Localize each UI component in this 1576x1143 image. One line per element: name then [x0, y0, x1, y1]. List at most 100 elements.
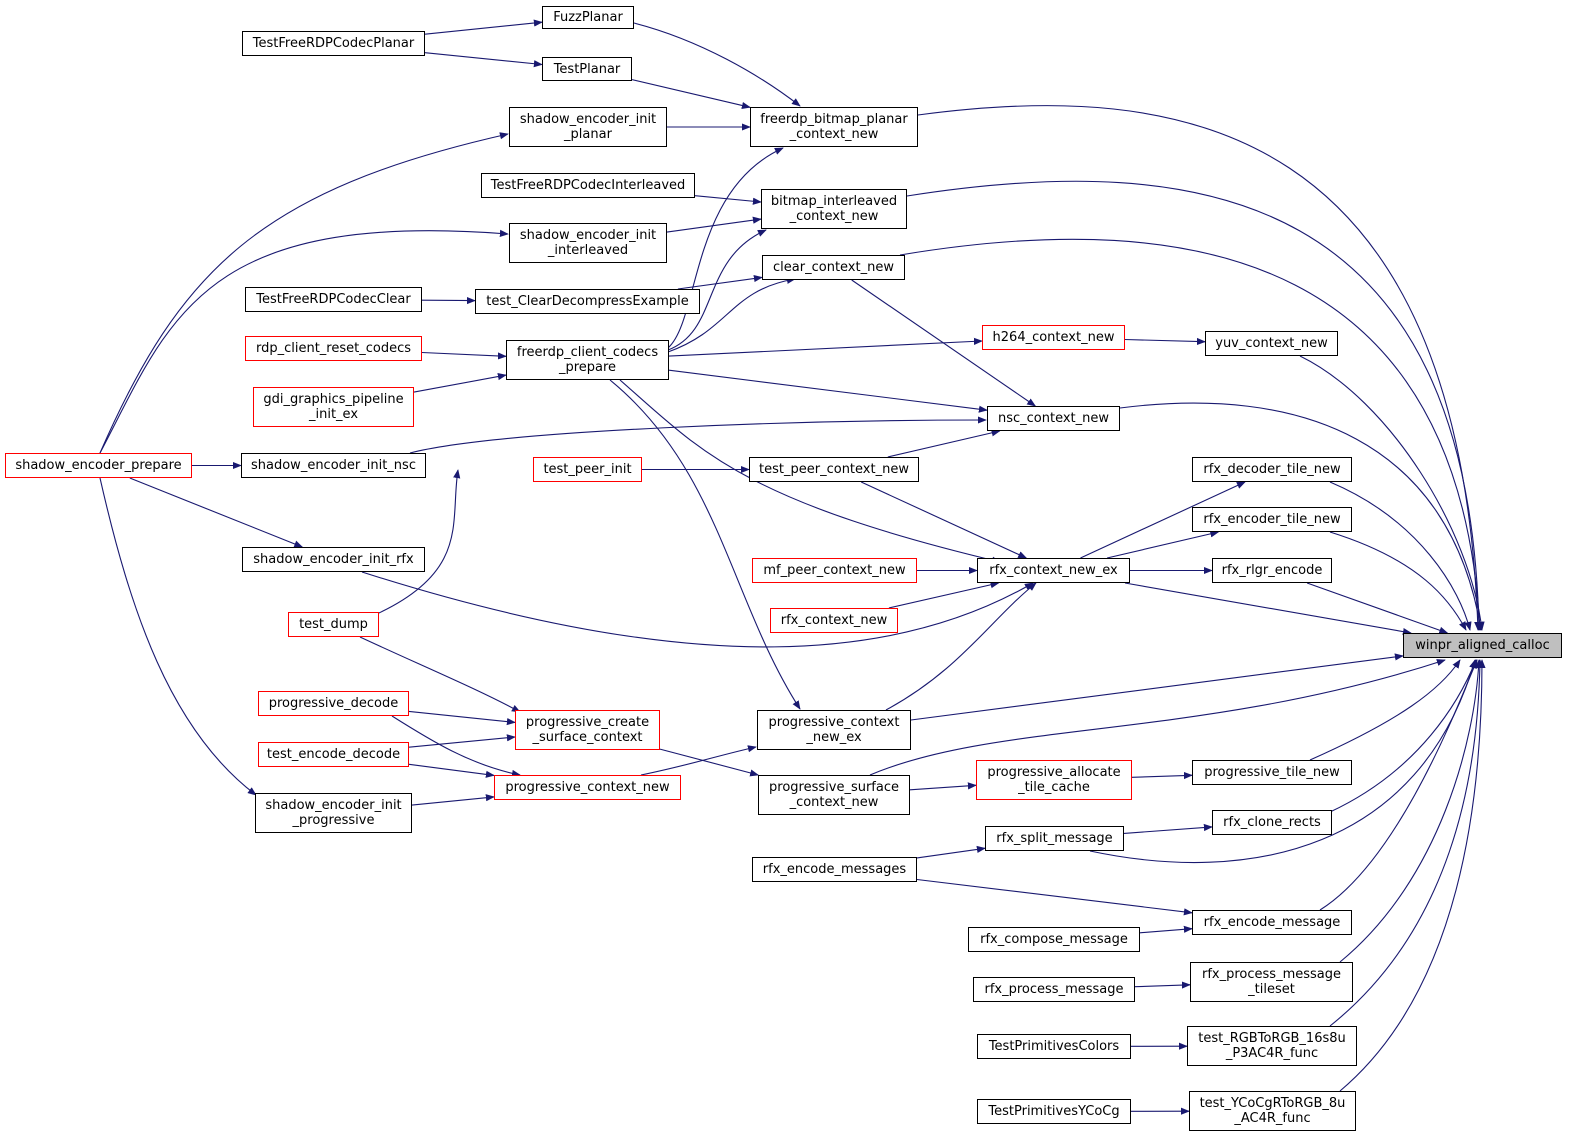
node-freerdp-bitmap-planar-context-new[interactable]: freerdp_bitmap_planar_context_new	[750, 107, 918, 147]
node-test-free-rdp-codec-planar[interactable]: TestFreeRDPCodecPlanar	[242, 31, 425, 56]
node-h264-context-new[interactable]: h264_context_new	[982, 325, 1125, 350]
edge-progressive_context_new_ex-to-rfx_context_new_ex	[885, 582, 1037, 711]
node-progressive-decode[interactable]: progressive_decode	[258, 691, 409, 716]
node-progressive-create-surface-context[interactable]: progressive_create_surface_context	[515, 710, 660, 750]
node-rfx-encode-messages[interactable]: rfx_encode_messages	[752, 857, 917, 882]
node-rfx-process-message[interactable]: rfx_process_message	[973, 977, 1135, 1002]
node-shadow-encoder-init-interleaved[interactable]: shadow_encoder_init_interleaved	[509, 223, 667, 263]
node-label-line: rfx_compose_message	[980, 932, 1128, 947]
node-rfx-compose-message[interactable]: rfx_compose_message	[968, 927, 1140, 952]
node-label-line: _context_new	[789, 209, 879, 224]
edge-progressive_decode-to-progressive_context_new	[391, 715, 521, 777]
node-label-line: bitmap_interleaved	[770, 194, 898, 209]
node-label-line: _tile_cache	[1018, 780, 1090, 795]
node-label-line: rfx_process_message	[984, 982, 1124, 997]
node-test-peer-init[interactable]: test_peer_init	[533, 457, 642, 482]
node-label-line: rfx_context_new	[780, 613, 888, 628]
node-test-planar[interactable]: TestPlanar	[542, 57, 632, 81]
node-label-line: test_peer_init	[543, 462, 632, 477]
edge-rfx_encode_message-to-winpr_aligned_calloc	[1319, 659, 1478, 911]
edge-test_dump-to-freerdp_client_codecs_prepare	[378, 469, 461, 614]
node-rfx-rlgr-encode[interactable]: rfx_rlgr_encode	[1212, 558, 1332, 583]
node-label-line: clear_context_new	[773, 260, 894, 275]
node-progressive-context-new[interactable]: progressive_context_new	[494, 775, 681, 800]
node-test-dump[interactable]: test_dump	[288, 612, 379, 637]
node-test-primitives-colors[interactable]: TestPrimitivesColors	[977, 1034, 1131, 1059]
edge-rfx_rlgr_encode-to-winpr_aligned_calloc	[1306, 582, 1449, 634]
node-test-rgb-to-rgb[interactable]: test_RGBToRGB_16s8u_P3AC4R_func	[1187, 1026, 1357, 1066]
node-yuv-context-new[interactable]: yuv_context_new	[1205, 331, 1338, 356]
node-label-line: progressive_context	[768, 715, 900, 730]
edge-shadow_encoder_init_progressive-to-progressive_context_new	[411, 794, 495, 806]
node-label-line: TestPlanar	[553, 61, 621, 77]
node-label-line: TestFreeRDPCodecClear	[256, 292, 411, 307]
edge-test_peer_context_new-to-rfx_context_new_ex	[860, 481, 1028, 559]
node-rfx-context-new[interactable]: rfx_context_new	[770, 608, 898, 633]
edge-freerdp_client_codecs_prepare-to-clear_context_new	[667, 276, 796, 353]
node-rfx-encoder-tile-new[interactable]: rfx_encoder_tile_new	[1192, 507, 1352, 532]
edge-test_peer_context_new-to-nsc_context_new	[887, 429, 1001, 458]
node-progressive-surface-context-new[interactable]: progressive_surface_context_new	[758, 775, 910, 815]
node-shadow-encoder-init-nsc[interactable]: shadow_encoder_init_nsc	[241, 453, 426, 478]
node-label-line: _progressive	[292, 813, 375, 828]
node-label-line: rfx_rlgr_encode	[1221, 563, 1323, 578]
node-label-line: _planar	[564, 127, 612, 142]
edge-progressive_context_new_ex-to-winpr_aligned_calloc	[910, 653, 1404, 721]
node-label-line: test_YCoCgRToRGB_8u	[1199, 1096, 1346, 1111]
node-label-line: _prepare	[558, 360, 617, 375]
node-clear-context-new[interactable]: clear_context_new	[762, 255, 905, 280]
node-test-encode-decode[interactable]: test_encode_decode	[258, 742, 409, 767]
node-label-line: freerdp_bitmap_planar	[760, 112, 908, 127]
node-label-line: rfx_encoder_tile_new	[1203, 512, 1341, 527]
edge-test_free_rdp_codec_planar-to-test_planar	[424, 52, 543, 68]
node-progressive-context-new-ex[interactable]: progressive_context_new_ex	[757, 710, 911, 750]
node-freerdp-client-codecs-prepare[interactable]: freerdp_client_codecs_prepare	[506, 340, 669, 380]
edge-h264_context_new-to-yuv_context_new	[1124, 337, 1206, 346]
node-test-free-rdp-codec-interleaved[interactable]: TestFreeRDPCodecInterleaved	[481, 173, 695, 198]
node-rfx-split-message[interactable]: rfx_split_message	[985, 826, 1124, 851]
node-label-line: gdi_graphics_pipeline	[263, 392, 404, 407]
edge-gdi_graphics_pipeline_init_ex-to-freerdp_client_codecs_prepare	[413, 373, 507, 393]
node-label-line: _P3AC4R_func	[1225, 1046, 1319, 1061]
edge-progressive_create_surface_context-to-progressive_surface_context_new	[659, 748, 760, 777]
edge-shadow_encoder_prepare-to-shadow_encoder_init_interleaved	[99, 229, 509, 454]
edge-rfx_context_new-to-rfx_context_new_ex	[888, 581, 1000, 609]
node-rfx-decoder-tile-new[interactable]: rfx_decoder_tile_new	[1192, 457, 1352, 482]
node-label-line: shadow_encoder_prepare	[15, 458, 182, 473]
node-shadow-encoder-init-planar[interactable]: shadow_encoder_init_planar	[509, 107, 667, 147]
node-shadow-encoder-init-progressive[interactable]: shadow_encoder_init_progressive	[255, 793, 412, 833]
node-label-line: progressive_decode	[268, 696, 399, 711]
node-label-line: shadow_encoder_init	[519, 112, 657, 127]
node-rfx-encode-message[interactable]: rfx_encode_message	[1192, 910, 1352, 935]
node-rfx-process-message-tileset[interactable]: rfx_process_message_tileset	[1190, 962, 1353, 1002]
node-gdi-graphics-pipeline-init-ex[interactable]: gdi_graphics_pipeline_init_ex	[253, 387, 414, 427]
node-label-line: _new_ex	[806, 730, 862, 745]
node-test-ycocg-to-rgb[interactable]: test_YCoCgRToRGB_8u_AC4R_func	[1189, 1091, 1356, 1131]
node-rfx-clone-rects[interactable]: rfx_clone_rects	[1212, 810, 1332, 835]
edge-shadow_encoder_prepare-to-shadow_encoder_init_progressive	[99, 477, 257, 796]
node-rfx-context-new-ex[interactable]: rfx_context_new_ex	[977, 558, 1130, 583]
node-nsc-context-new[interactable]: nsc_context_new	[987, 406, 1120, 431]
node-progressive-tile-new[interactable]: progressive_tile_new	[1192, 760, 1352, 785]
node-label-line: _context_new	[789, 795, 879, 810]
edge-freerdp_client_codecs_prepare-to-bitmap_interleaved_context_new	[667, 229, 767, 351]
node-mf-peer-context-new[interactable]: mf_peer_context_new	[752, 558, 917, 583]
node-test-primitives-ycocg[interactable]: TestPrimitivesYCoCg	[977, 1099, 1131, 1124]
node-test-peer-context-new[interactable]: test_peer_context_new	[749, 457, 919, 482]
node-rdp-client-reset-codecs[interactable]: rdp_client_reset_codecs	[245, 336, 422, 361]
node-label-line: FuzzPlanar	[553, 10, 623, 25]
node-bitmap-interleaved-context-new[interactable]: bitmap_interleaved_context_new	[761, 189, 907, 229]
node-shadow-encoder-init-rfx[interactable]: shadow_encoder_init_rfx	[242, 547, 425, 572]
node-progressive-allocate-tile-cache[interactable]: progressive_allocate_tile_cache	[976, 760, 1132, 800]
node-fuzz-planar[interactable]: FuzzPlanar	[542, 6, 634, 29]
node-label-line: TestPrimitivesColors	[988, 1039, 1120, 1054]
edge-rfx_encoder_tile_new-to-winpr_aligned_calloc	[1329, 531, 1467, 631]
node-label-line: yuv_context_new	[1215, 336, 1328, 351]
edge-test_planar-to-freerdp_bitmap_planar_context_new	[631, 79, 751, 109]
node-shadow-encoder-prepare[interactable]: shadow_encoder_prepare	[5, 453, 192, 478]
node-test-free-rdp-codec-clear[interactable]: TestFreeRDPCodecClear	[245, 287, 422, 312]
node-test-clear-decompress-example[interactable]: test_ClearDecompressExample	[475, 289, 700, 314]
edge-rfx_encode_messages-to-rfx_split_message	[916, 845, 986, 859]
node-label-line: winpr_aligned_calloc	[1415, 638, 1550, 653]
